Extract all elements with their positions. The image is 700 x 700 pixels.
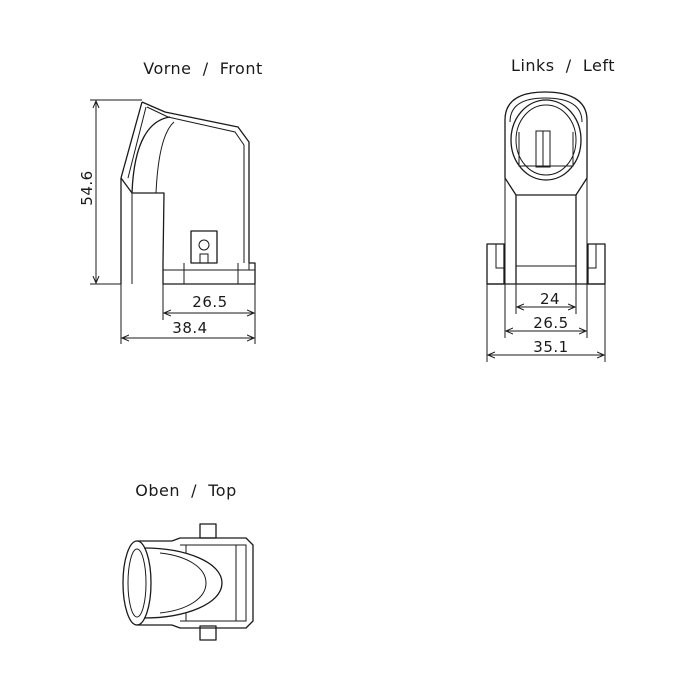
left-middle-dimension: 26.5	[504, 268, 588, 338]
left-outer-label: 35.1	[533, 338, 568, 356]
front-view: Vorne / Front 54.6	[78, 59, 262, 344]
front-inner-width-label: 26.5	[192, 293, 227, 311]
left-middle-label: 26.5	[533, 314, 568, 332]
top-view: Oben / Top	[122, 481, 254, 641]
front-height-label: 54.6	[78, 170, 96, 205]
top-view-title: Oben / Top	[135, 481, 236, 500]
front-inner-width-dimension: 26.5	[162, 284, 256, 344]
top-view-outline	[122, 523, 254, 641]
left-outer-dimension: 35.1	[486, 284, 606, 362]
left-inner-dimension: 24	[515, 283, 577, 314]
left-view-title: Links / Left	[511, 56, 615, 75]
left-view-outline	[486, 91, 606, 285]
front-height-dimension: 54.6	[78, 99, 142, 285]
front-outer-width-dimension: 38.4	[120, 284, 254, 344]
left-view: Links / Left	[486, 56, 615, 362]
left-inner-label: 24	[540, 290, 560, 308]
front-view-title: Vorne / Front	[143, 59, 262, 78]
front-outer-width-label: 38.4	[172, 319, 207, 337]
front-view-outline	[120, 101, 256, 285]
